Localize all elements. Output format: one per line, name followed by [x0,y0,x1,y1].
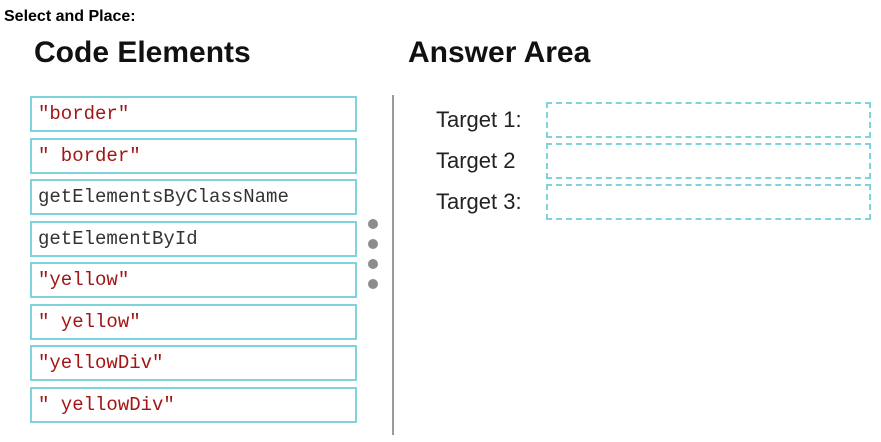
handle-dot [368,259,378,269]
target-3-dropzone[interactable] [546,184,871,220]
target-row-1: Target 1: [436,102,871,138]
code-elements-list: "border" " border" getElementsByClassNam… [30,96,357,428]
panel-divider [392,95,394,435]
code-item-space-yellowdiv[interactable]: " yellowDiv" [30,386,357,423]
target-1-label: Target 1: [436,107,522,132]
target-2-label: Target 2 [436,148,516,173]
code-item-space-yellow[interactable]: " yellow" [30,303,357,340]
code-item-getelementbyid[interactable]: getElementById [30,220,357,257]
handle-dot [368,279,378,289]
drag-handle-icon[interactable] [367,219,379,289]
handle-dot [368,219,378,229]
handle-dot [368,239,378,249]
code-item-yellowdiv[interactable]: "yellowDiv" [30,345,357,381]
code-item-border[interactable]: "border" [30,96,357,132]
target-1-dropzone[interactable] [546,102,871,138]
code-elements-title: Code Elements [34,36,251,69]
code-item-yellow[interactable]: "yellow" [30,262,357,298]
target-row-3: Target 3: [436,184,871,220]
answer-area-title: Answer Area [408,36,591,69]
target-3-label: Target 3: [436,189,522,214]
instruction-label: Select and Place: [4,8,136,25]
target-2-dropzone[interactable] [546,143,871,179]
code-item-space-border[interactable]: " border" [30,137,357,174]
code-item-getelementsbyclassname[interactable]: getElementsByClassName [30,179,357,215]
target-row-2: Target 2 [436,143,871,179]
